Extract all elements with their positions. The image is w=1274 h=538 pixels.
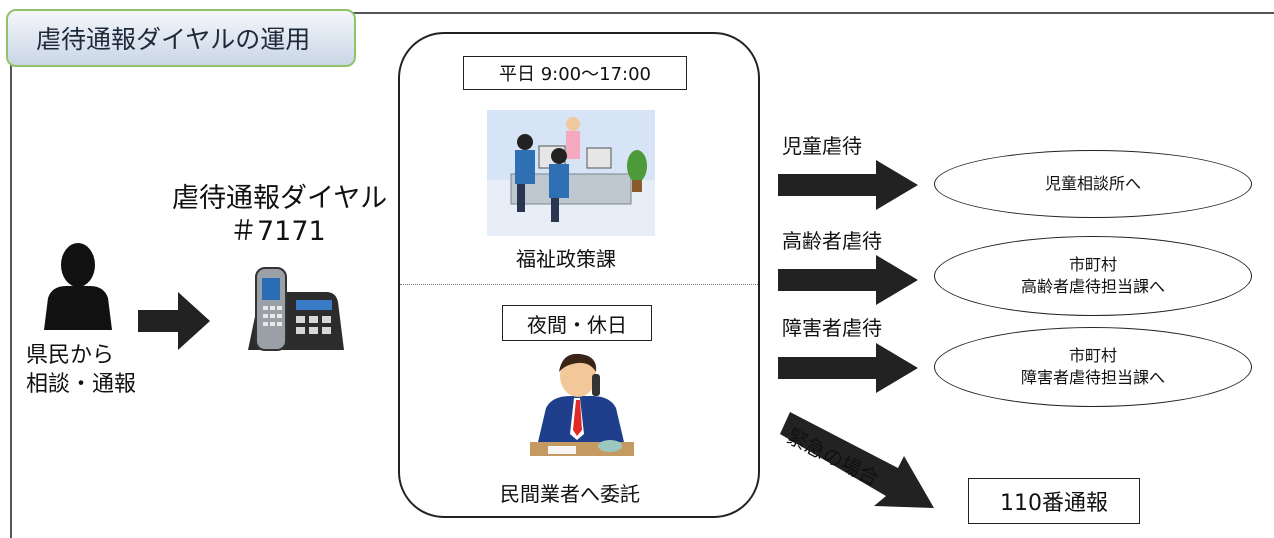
arrow-route-child [778, 160, 918, 210]
route-label-elderly: 高齢者虐待 [782, 229, 882, 253]
page-title: 虐待通報ダイヤルの運用 [36, 25, 311, 54]
frame-left-border [10, 12, 12, 538]
destination-disability: 市町村 障害者虐待担当課へ [934, 327, 1252, 407]
night-hours-box: 夜間・休日 [502, 305, 652, 341]
arrow-route-elderly [778, 255, 918, 305]
citizen-label-line2: 相談・通報 [26, 372, 137, 397]
emergency-destination: 110番通報 [1000, 491, 1108, 516]
destination-disability-line2: 障害者虐待担当課へ [1020, 368, 1165, 387]
arrow-citizen-to-dial [138, 292, 210, 350]
arrow-route-disability [778, 343, 918, 393]
weekday-hours-box: 平日 9:00～17:00 [463, 56, 687, 90]
night-hours: 夜間・休日 [527, 312, 627, 337]
dial-number: ＃7171 [230, 216, 326, 247]
citizen-label-line1: 県民から [26, 343, 115, 368]
destination-disability-line1: 市町村 [1068, 346, 1117, 366]
person-silhouette-icon [44, 243, 112, 330]
destination-elderly-line2: 高齢者虐待担当課へ [1020, 277, 1165, 296]
dial-name: 虐待通報ダイヤル [172, 183, 388, 214]
weekday-office: 福祉政策課 [516, 247, 616, 271]
weekday-hours: 平日 9:00～17:00 [498, 64, 651, 85]
destination-elderly: 市町村 高齢者虐待担当課へ [934, 236, 1252, 316]
route-label-child: 児童虐待 [782, 134, 862, 158]
panel-divider [400, 284, 758, 285]
night-office: 民間業者へ委託 [500, 482, 640, 506]
destination-elderly-line1: 市町村 [1068, 255, 1117, 275]
emergency-destination-box: 110番通報 [968, 478, 1140, 524]
route-label-disability: 障害者虐待 [782, 316, 882, 340]
destination-child: 児童相談所へ [934, 150, 1252, 218]
phone-operator-illustration [530, 353, 634, 456]
title-tab: 虐待通報ダイヤルの運用 [6, 9, 356, 67]
desk-phone-icon [248, 267, 344, 351]
arrow-route-emergency [780, 412, 934, 508]
office-workers-illustration [487, 110, 655, 236]
frame-top-border [10, 12, 1274, 14]
destination-child-line1: 児童相談所へ [1044, 174, 1141, 194]
